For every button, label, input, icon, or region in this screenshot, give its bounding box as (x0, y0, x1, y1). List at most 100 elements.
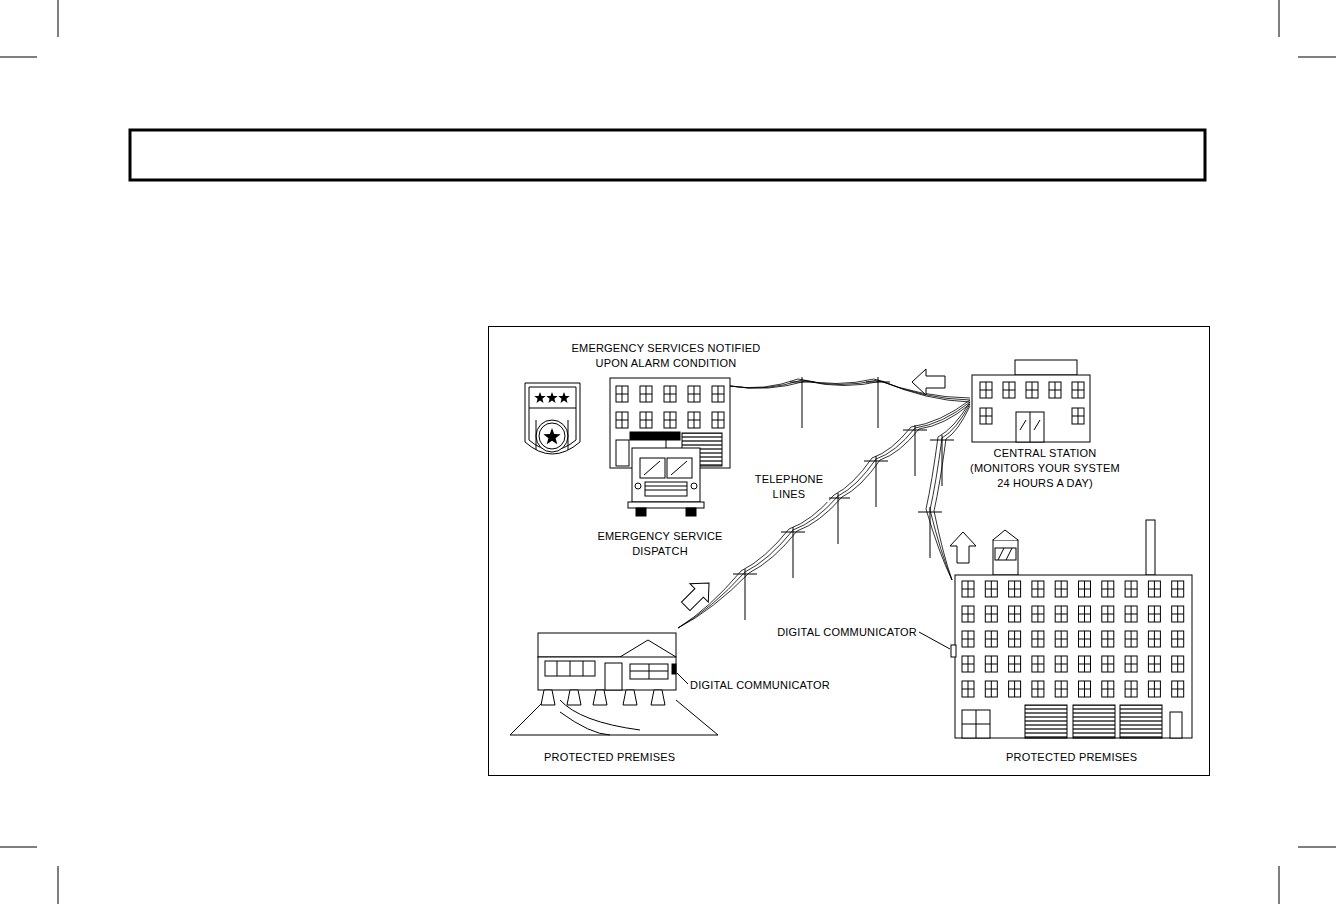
window-pane (640, 420, 652, 421)
window (1009, 606, 1021, 622)
window-pane (962, 664, 974, 665)
telephone-wire (678, 400, 970, 628)
window-pane (1055, 639, 1067, 640)
window (1055, 681, 1067, 697)
window-pane (664, 394, 676, 395)
pier (567, 690, 581, 705)
window-pane (1009, 689, 1021, 690)
window (1009, 681, 1021, 697)
window-pane (1172, 589, 1184, 590)
pole-crossarm (781, 532, 805, 533)
star (558, 392, 569, 403)
window-pane (1172, 639, 1184, 640)
window (1055, 581, 1067, 597)
window-pane (1125, 614, 1137, 615)
window (980, 382, 992, 398)
window-pane (1032, 639, 1044, 640)
window-pane (1172, 689, 1184, 690)
pole (942, 435, 943, 486)
premises-caption: PROTECTED PREMISES (1006, 750, 1156, 765)
window (1032, 581, 1044, 597)
window (962, 681, 974, 697)
window (616, 386, 628, 402)
window (1125, 681, 1137, 697)
window (980, 408, 992, 424)
window-pane (1148, 689, 1160, 690)
window (712, 412, 724, 428)
window (1055, 606, 1067, 622)
pier (623, 690, 637, 705)
police-badge (525, 383, 580, 454)
notice-caption: EMERGENCY SERVICES NOTIFIED UPON ALARM C… (566, 341, 766, 371)
window-pane (1172, 614, 1184, 615)
pole (878, 377, 879, 428)
window (985, 681, 997, 697)
window-pane (985, 639, 997, 640)
window-pane (1079, 614, 1091, 615)
window (1055, 631, 1067, 647)
pole (838, 493, 839, 544)
window-pane (1032, 614, 1044, 615)
telephone-wire (678, 404, 970, 628)
figure-frame (489, 327, 1210, 776)
window (1148, 606, 1160, 622)
window-pane (1172, 664, 1184, 665)
window-pane (1055, 589, 1067, 590)
window-pane (640, 394, 652, 395)
window-pane (1072, 390, 1084, 391)
window-pane (712, 394, 724, 395)
star (543, 428, 560, 444)
window (1172, 606, 1184, 622)
window (1102, 656, 1114, 672)
window (1172, 631, 1184, 647)
pole-crossarm (930, 440, 954, 441)
factory-building (951, 520, 1192, 738)
window (1032, 681, 1044, 697)
device-caption: DIGITAL COMMUNICATOR (770, 625, 917, 640)
pole-crossarm (903, 430, 927, 431)
window-pane (1009, 589, 1021, 590)
window-pane (1102, 614, 1114, 615)
window (1148, 631, 1160, 647)
window-pane (1032, 589, 1044, 590)
window-pane (1148, 589, 1160, 590)
window (1032, 606, 1044, 622)
window-pane (985, 689, 997, 690)
window (712, 386, 724, 402)
window (1125, 581, 1137, 597)
fire-truck (628, 440, 704, 516)
window (664, 386, 676, 402)
window-pane (1102, 689, 1114, 690)
dispatch-caption: EMERGENCY SERVICE DISPATCH (590, 529, 730, 559)
window-pane (616, 420, 628, 421)
window (1079, 581, 1091, 597)
pole (876, 456, 877, 507)
window-pane (962, 614, 974, 615)
window-pane (962, 689, 974, 690)
window-pane (688, 394, 700, 395)
pier (593, 690, 607, 705)
window-pane (1102, 664, 1114, 665)
pier (541, 690, 555, 705)
window (1009, 656, 1021, 672)
pole (930, 507, 931, 558)
device-caption: DIGITAL COMMUNICATOR (690, 678, 860, 693)
window-pane (1125, 639, 1137, 640)
window (688, 412, 700, 428)
station-caption: CENTRAL STATION (MONITORS YOUR SYSTEM 24… (966, 446, 1124, 491)
window-pane (985, 589, 997, 590)
central-station-building (972, 360, 1090, 442)
window (1032, 656, 1044, 672)
window (1009, 631, 1021, 647)
window-pane (1079, 639, 1091, 640)
window (1003, 382, 1015, 398)
pole-crossarm (733, 574, 757, 575)
flow-arrows (676, 369, 976, 616)
window (1072, 382, 1084, 398)
window-pane (1009, 664, 1021, 665)
window-pane (1026, 390, 1038, 391)
window (985, 581, 997, 597)
window-pane (688, 420, 700, 421)
